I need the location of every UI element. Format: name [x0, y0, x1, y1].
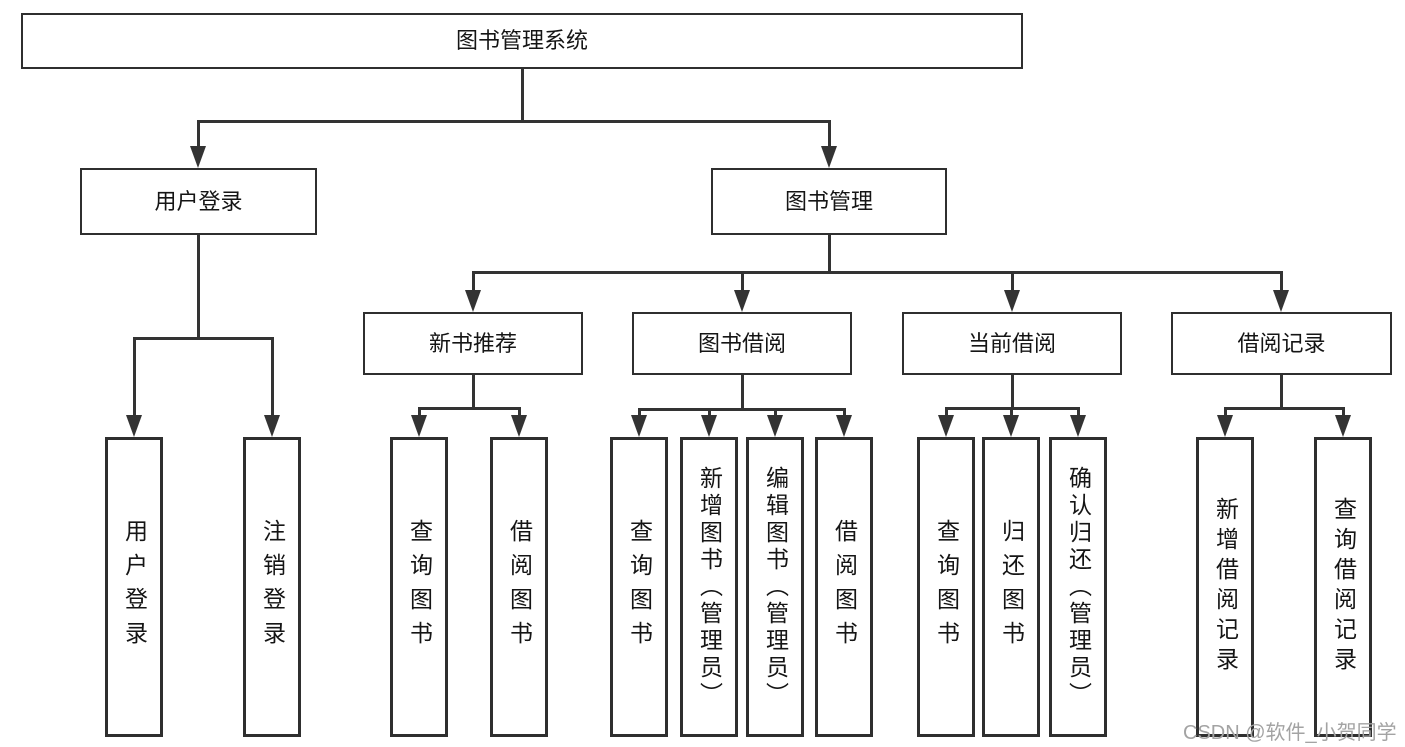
node-leaf-edit-books-admin: 编辑图书（管理员） — [746, 437, 804, 737]
arrow-down-icon — [1273, 290, 1289, 312]
connector-line — [271, 337, 274, 417]
connector-line — [472, 375, 475, 408]
connector-line — [133, 337, 274, 340]
arrow-down-icon — [938, 415, 954, 437]
connector-line — [197, 235, 200, 337]
connector-line — [638, 408, 846, 411]
node-leaf-add-books-admin: 新增图书（管理员） — [680, 437, 738, 737]
arrow-down-icon — [465, 290, 481, 312]
node-leaf-add-borrow-record: 新增借阅记录 — [1196, 437, 1254, 737]
node-leaf-user-login: 用户登录 — [105, 437, 163, 737]
node-current-borrowing: 当前借阅 — [902, 312, 1122, 375]
connector-line — [828, 120, 831, 150]
connector-line — [197, 120, 200, 150]
connector-line — [1342, 407, 1345, 419]
node-new-book-recommendation: 新书推荐 — [363, 312, 583, 375]
node-leaf-borrow-books: 借阅图书 — [815, 437, 873, 737]
node-library-system: 图书管理系统 — [21, 13, 1023, 69]
arrow-down-icon — [264, 415, 280, 437]
node-leaf-query-books-current: 查询图书 — [917, 437, 975, 737]
arrow-down-icon — [511, 415, 527, 437]
connector-line — [1077, 407, 1080, 419]
arrow-down-icon — [190, 146, 206, 168]
arrow-down-icon — [836, 415, 852, 437]
connector-line — [945, 407, 948, 419]
arrow-down-icon — [1217, 415, 1233, 437]
node-leaf-query-borrow-record: 查询借阅记录 — [1314, 437, 1372, 737]
connector-line — [418, 407, 421, 419]
csdn-watermark: CSDN @软件_小贺同学 — [1183, 722, 1397, 744]
connector-line — [741, 271, 744, 294]
connector-line — [774, 408, 777, 419]
connector-line — [472, 271, 1282, 274]
arrow-down-icon — [1004, 290, 1020, 312]
node-leaf-return-books: 归还图书 — [982, 437, 1040, 737]
connector-line — [1011, 375, 1014, 408]
arrow-down-icon — [734, 290, 750, 312]
connector-line — [518, 407, 521, 419]
connector-line — [741, 375, 744, 411]
connector-line — [708, 408, 711, 419]
node-book-management: 图书管理 — [711, 168, 947, 235]
connector-line — [418, 407, 521, 410]
connector-line — [843, 408, 846, 419]
connector-line — [828, 235, 831, 271]
connector-line — [1224, 407, 1227, 419]
connector-line — [472, 271, 475, 294]
connector-line — [1011, 271, 1014, 294]
connector-line — [638, 408, 641, 419]
connector-line — [1280, 375, 1283, 408]
connector-line — [1010, 407, 1013, 419]
arrow-down-icon — [1335, 415, 1351, 437]
node-leaf-borrow-books-recommend: 借阅图书 — [490, 437, 548, 737]
node-leaf-query-books-borrow: 查询图书 — [610, 437, 668, 737]
arrow-down-icon — [411, 415, 427, 437]
arrow-down-icon — [126, 415, 142, 437]
connector-line — [133, 337, 136, 417]
node-leaf-confirm-return-admin: 确认归还（管理员） — [1049, 437, 1107, 737]
arrow-down-icon — [631, 415, 647, 437]
node-leaf-logout: 注销登录 — [243, 437, 301, 737]
node-borrowing-records: 借阅记录 — [1171, 312, 1392, 375]
node-user-login: 用户登录 — [80, 168, 317, 235]
arrow-down-icon — [821, 146, 837, 168]
node-book-borrowing: 图书借阅 — [632, 312, 852, 375]
connector-line — [1280, 271, 1283, 294]
connector-line — [521, 69, 524, 120]
node-leaf-query-books-recommend: 查询图书 — [390, 437, 448, 737]
connector-line — [1224, 407, 1345, 410]
arrow-down-icon — [701, 415, 717, 437]
connector-line — [197, 120, 830, 123]
arrow-down-icon — [1070, 415, 1086, 437]
arrow-down-icon — [1003, 415, 1019, 437]
arrow-down-icon — [767, 415, 783, 437]
